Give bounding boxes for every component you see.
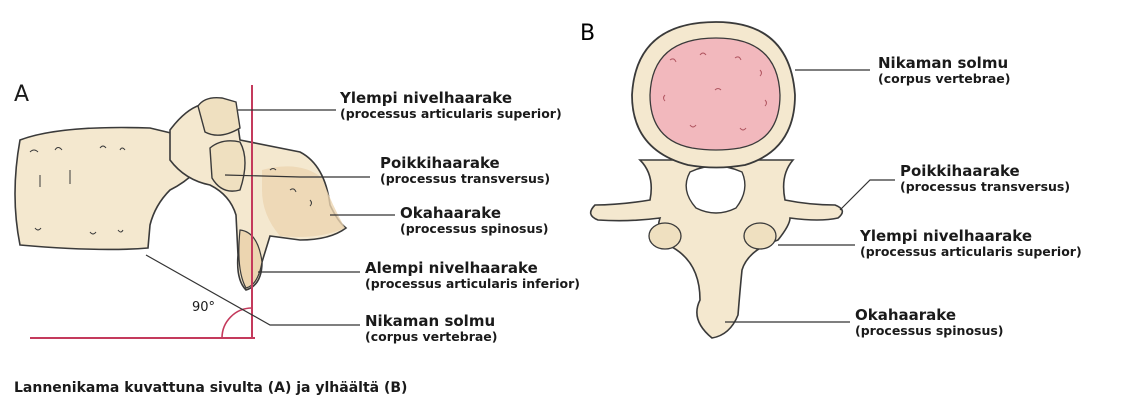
label-a-inferior-articular: Alempi nivelhaarake (processus articular… [365,260,580,292]
panel-b-letter: B [580,21,595,46]
panel-b-illustration: B [580,21,842,338]
superior-articular-facet-left [649,223,681,249]
label-b-spinous-la: (processus spinosus) [855,324,1004,338]
label-a-inferior-fi: Alempi nivelhaarake [365,260,580,277]
label-a-transverse-la: (processus transversus) [380,172,550,186]
label-a-superior-la: (processus articularis superior) [340,107,562,121]
label-b-superior-articular: Ylempi nivelhaarake (processus articular… [860,228,1082,260]
superior-articular-process-lateral [198,98,240,136]
label-b-transverse-fi: Poikkihaarake [900,163,1070,180]
label-a-body: Nikaman solmu (corpus vertebrae) [365,313,498,345]
right-angle-label: 90° [192,300,215,315]
figure-caption: Lannenikama kuvattuna sivulta (A) ja ylh… [14,380,407,396]
label-b-body-fi: Nikaman solmu [878,55,1011,72]
panel-a-illustration [15,85,346,338]
label-a-transverse: Poikkihaarake (processus transversus) [380,155,550,187]
label-a-spinous-la: (processus spinosus) [400,222,549,236]
label-a-spinous-fi: Okahaarake [400,205,549,222]
label-b-body: Nikaman solmu (corpus vertebrae) [878,55,1011,87]
label-a-body-fi: Nikaman solmu [365,313,498,330]
label-b-transverse: Poikkihaarake (processus transversus) [900,163,1070,195]
label-b-superior-la: (processus articularis superior) [860,245,1082,259]
label-b-spinous: Okahaarake (processus spinosus) [855,307,1004,339]
vertebral-foramen-top [686,166,745,213]
cancellous-bone-top [650,38,780,150]
label-b-spinous-fi: Okahaarake [855,307,1004,324]
panel-a-letter: A [14,82,29,107]
transverse-process-lateral [210,141,245,191]
label-a-spinous: Okahaarake (processus spinosus) [400,205,549,237]
superior-articular-facet-right [744,223,776,249]
label-a-inferior-la: (processus articularis inferior) [365,277,580,291]
label-a-body-la: (corpus vertebrae) [365,330,498,344]
label-b-transverse-la: (processus transversus) [900,180,1070,194]
label-b-body-la: (corpus vertebrae) [878,72,1011,86]
label-a-superior-articular: Ylempi nivelhaarake (processus articular… [340,90,562,122]
label-a-superior-fi: Ylempi nivelhaarake [340,90,562,107]
label-b-superior-fi: Ylempi nivelhaarake [860,228,1082,245]
label-a-transverse-fi: Poikkihaarake [380,155,550,172]
